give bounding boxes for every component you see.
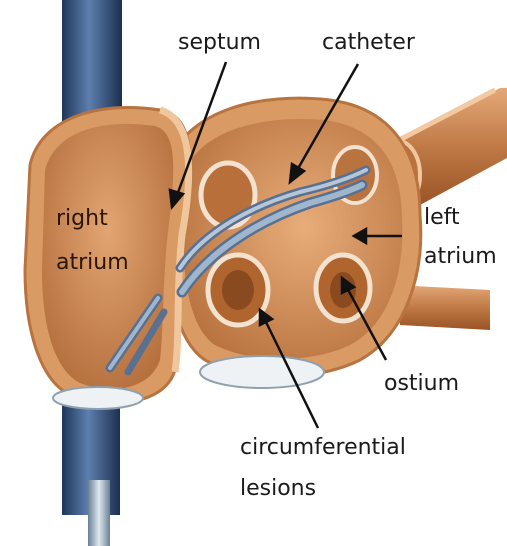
- septum-label: septum: [178, 30, 261, 56]
- catheter-label: catheter: [322, 30, 415, 56]
- left-atrium-label-line1: left: [424, 205, 460, 231]
- ostium-label: ostium: [384, 371, 459, 397]
- lesions-label-line1: circumferential: [240, 435, 406, 461]
- right-atrium-label-line2: atrium: [56, 250, 129, 276]
- left-atrium-label-line2: atrium: [424, 244, 497, 270]
- lesions-label-line2: lesions: [240, 476, 316, 502]
- right-atrium-label-line1: right: [56, 206, 108, 232]
